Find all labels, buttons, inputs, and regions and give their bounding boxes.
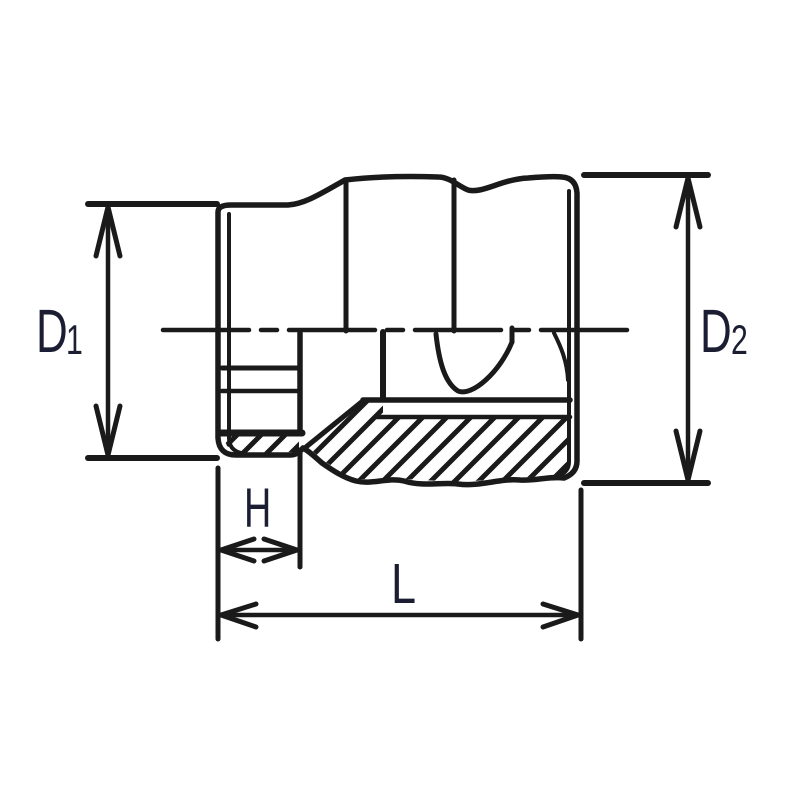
hatch-boundary-diagonal	[303, 397, 367, 450]
inner-edge-left	[227, 212, 243, 455]
d1-label-sub: 1	[66, 316, 83, 363]
d2-label-main: D	[700, 298, 732, 366]
d1-label: D 1	[36, 298, 83, 366]
h-label: H	[244, 478, 271, 540]
d2-label-sub: 2	[731, 316, 748, 363]
dimension-d1: D 1	[36, 201, 220, 461]
d1-arrowhead-down	[93, 403, 123, 458]
bore-throat-curve	[433, 331, 515, 395]
dimension-d2: D 2	[581, 172, 748, 486]
d2-arrowhead-up	[673, 175, 703, 230]
h-arrowhead-left	[218, 536, 257, 564]
l-label-main: L	[391, 552, 416, 615]
l-label: L	[391, 552, 416, 615]
hatch-region-drive-wall	[223, 436, 299, 453]
d2-label: D 2	[700, 298, 748, 366]
dimension-h: H	[215, 447, 303, 642]
d1-label-main: D	[36, 298, 68, 366]
l-arrowhead-right	[540, 601, 581, 630]
dimension-l: L	[218, 487, 584, 642]
inner-edge-right	[556, 189, 571, 478]
l-arrowhead-left	[218, 601, 259, 630]
drawing-linework: D 1 D 2 H	[36, 172, 748, 642]
section-hatch	[223, 402, 569, 482]
hatch-region-body-wall	[308, 402, 569, 482]
bore-wall-curve	[552, 331, 570, 382]
h-arrowhead-right	[261, 536, 300, 564]
d2-arrowhead-down	[673, 428, 703, 483]
d1-arrowhead-up	[93, 204, 123, 259]
h-label-main: H	[244, 478, 271, 540]
